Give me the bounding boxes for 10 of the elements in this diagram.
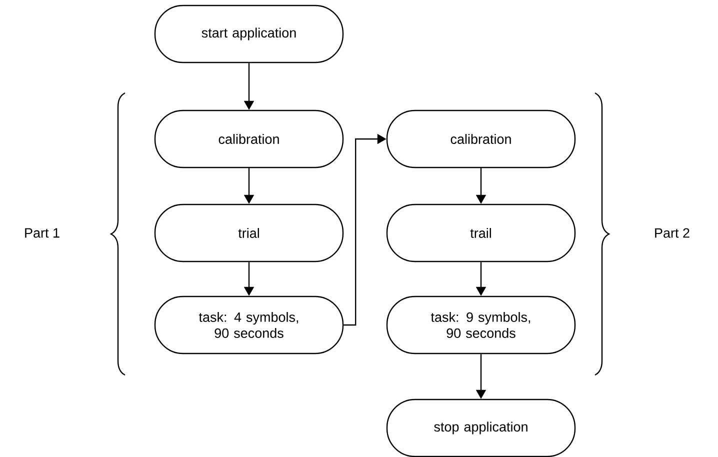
part-label: Part 1 — [25, 228, 60, 238]
process-box: calibration — [154, 110, 344, 168]
part-label: Part 2 — [655, 228, 690, 238]
process-box: trail — [386, 204, 576, 262]
process-box: calibration — [386, 110, 576, 168]
process-box: stop application — [386, 398, 576, 457]
process-box: trial — [154, 204, 344, 262]
process-box: task: 4 symbols, 90 seconds — [154, 296, 344, 354]
process-box: start application — [154, 4, 344, 64]
process-box: task: 9 symbols, 90 seconds — [386, 296, 576, 354]
